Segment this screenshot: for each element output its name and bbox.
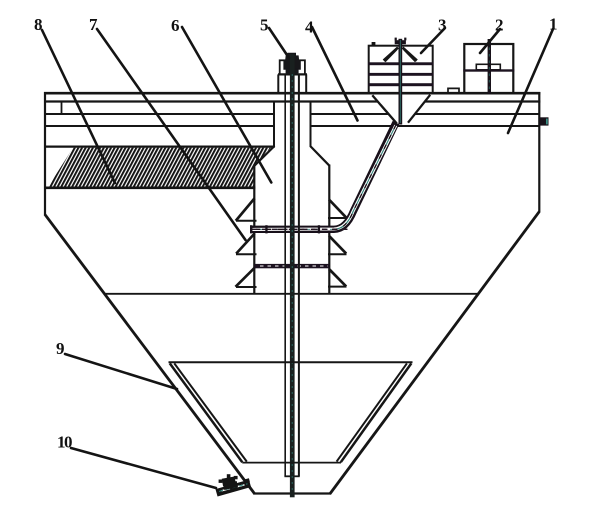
svg-text:6: 6 — [171, 16, 180, 35]
svg-text:9: 9 — [56, 339, 65, 358]
svg-text:8: 8 — [34, 15, 43, 34]
svg-text:5: 5 — [260, 16, 269, 35]
svg-text:4: 4 — [305, 18, 314, 37]
svg-text:7: 7 — [89, 15, 98, 34]
svg-text:3: 3 — [438, 16, 447, 35]
svg-text:10: 10 — [57, 433, 72, 452]
svg-text:1: 1 — [549, 15, 558, 34]
svg-text:2: 2 — [495, 16, 504, 35]
